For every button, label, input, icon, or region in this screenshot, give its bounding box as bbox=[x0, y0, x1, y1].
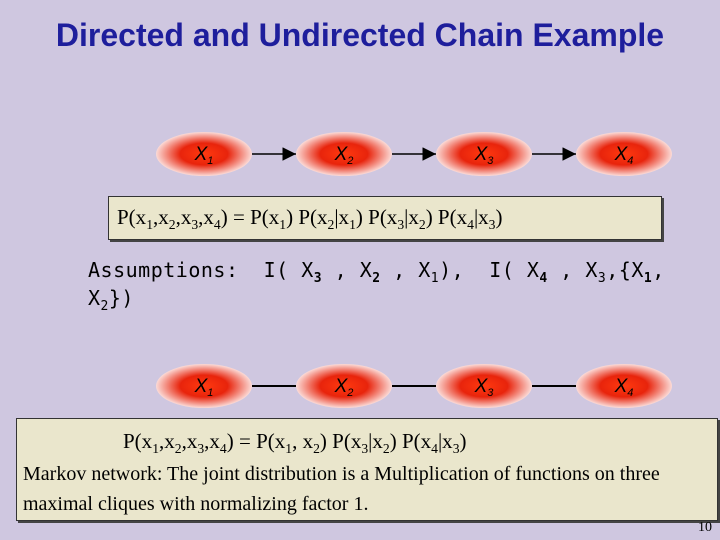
node-x2: X2 bbox=[296, 132, 392, 176]
formula-directed: P(x1,x2,x3,x4) = P(x1) P(x2|x1) P(x3|x2)… bbox=[108, 196, 662, 240]
page-title: Directed and Undirected Chain Example bbox=[55, 17, 665, 53]
directed-chain: X1 X2 X3 X4 bbox=[156, 132, 672, 176]
node-x3: X3 bbox=[436, 364, 532, 408]
node-x1: X1 bbox=[156, 132, 252, 176]
node-x4: X4 bbox=[576, 132, 672, 176]
node-x3: X3 bbox=[436, 132, 532, 176]
assumptions: Assumptions: I( X3 , X2 , X1), I( X4 , X… bbox=[88, 258, 720, 314]
undirected-chain: X1 X2 X3 X4 bbox=[156, 364, 672, 408]
node-x1: X1 bbox=[156, 364, 252, 408]
page-number: 10 bbox=[698, 520, 712, 535]
markov-note: Markov network: The joint distribution i… bbox=[23, 463, 660, 515]
formula-directed-text: P(x1,x2,x3,x4) = P(x1) P(x2|x1) P(x3|x2)… bbox=[117, 205, 503, 233]
node-x4: X4 bbox=[576, 364, 672, 408]
markov-box: P(x1,x2,x3,x4) = P(x1, x2) P(x3|x2) P(x4… bbox=[16, 418, 718, 521]
assumptions-label: Assumptions: bbox=[88, 258, 239, 282]
node-x2: X2 bbox=[296, 364, 392, 408]
formula-undirected-text: P(x1,x2,x3,x4) = P(x1, x2) P(x3|x2) P(x4… bbox=[123, 429, 467, 457]
assumptions-text: I( X3 , X2 , X1), I( X4 , X3,{X1, X2}) bbox=[88, 258, 665, 314]
